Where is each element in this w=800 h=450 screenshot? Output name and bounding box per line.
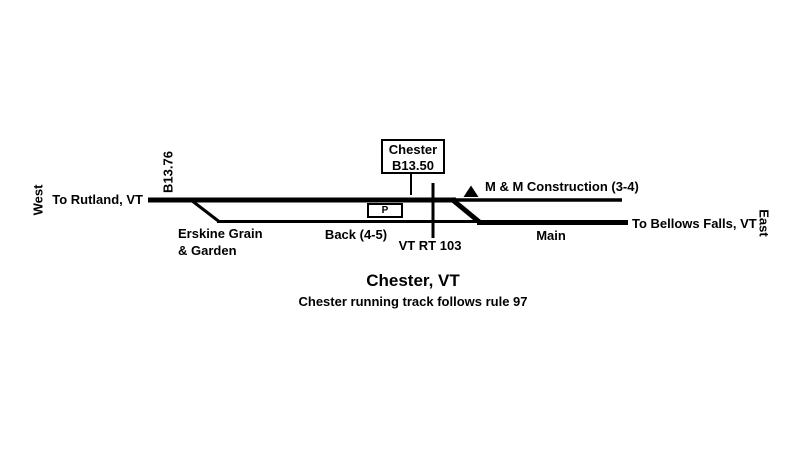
page-subtitle: Chester running track follows rule 97 — [298, 294, 528, 309]
endpoint-label-rutland: To Rutland, VT — [52, 192, 143, 207]
construction-siding-label: M & M Construction (3-4) — [485, 179, 639, 194]
industry-spur-label: Erskine Grain & Garden — [178, 226, 263, 258]
road-crossing-label: VT RT 103 — [398, 238, 462, 253]
platform-sign-box: P — [367, 203, 403, 218]
main-track-label: Main — [536, 228, 566, 243]
station-sign-box: Chester B13.50 — [381, 139, 445, 174]
endpoint-label-bellows-falls: To Bellows Falls, VT — [632, 216, 757, 231]
siding-switch-triangle-marker — [463, 185, 479, 197]
main-line-crossover-diagonal — [449, 197, 482, 225]
milepost-label-b1376: B13.76 — [160, 151, 176, 193]
station-sign-name: Chester — [388, 142, 438, 157]
direction-label-west: West — [30, 184, 46, 216]
back-track-label: Back (4-5) — [324, 227, 388, 242]
spur-switch-diagonal — [190, 198, 220, 223]
station-sign-milepost: B13.50 — [392, 158, 434, 173]
direction-label-east: East — [756, 209, 772, 237]
page-title: Chester, VT — [366, 271, 460, 290]
